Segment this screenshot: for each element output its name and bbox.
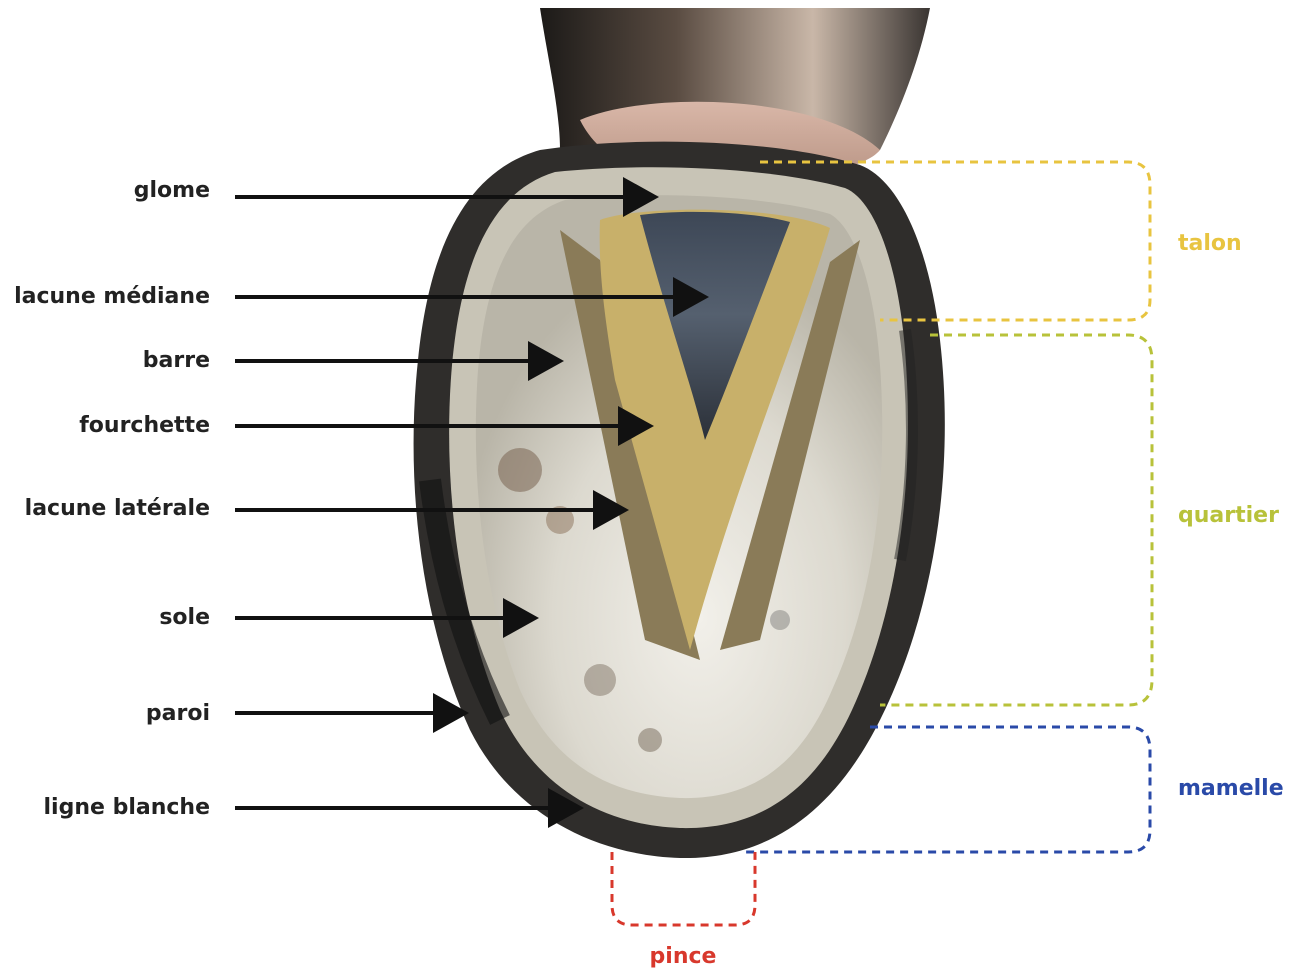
zone-pince: pince <box>612 852 755 969</box>
sole-label: sole <box>159 605 210 630</box>
pince-bracket <box>612 852 755 925</box>
mamelle-label: mamelle <box>1178 776 1284 801</box>
lacune-laterale-label: lacune latérale <box>25 496 210 521</box>
pince-label: pince <box>650 944 717 969</box>
label-ligne-blanche: ligne blanche <box>44 795 581 820</box>
label-paroi: paroi <box>146 701 465 726</box>
paroi-label: paroi <box>146 701 210 726</box>
ligne-blanche-label: ligne blanche <box>44 795 211 820</box>
lacune-mediane-label: lacune médiane <box>14 284 210 309</box>
barre-label: barre <box>143 348 210 373</box>
fourchette-label: fourchette <box>79 413 210 438</box>
talon-label: talon <box>1178 231 1242 256</box>
hoof-photo <box>414 8 945 858</box>
quartier-label: quartier <box>1178 503 1279 528</box>
glome-label: glome <box>134 178 210 203</box>
